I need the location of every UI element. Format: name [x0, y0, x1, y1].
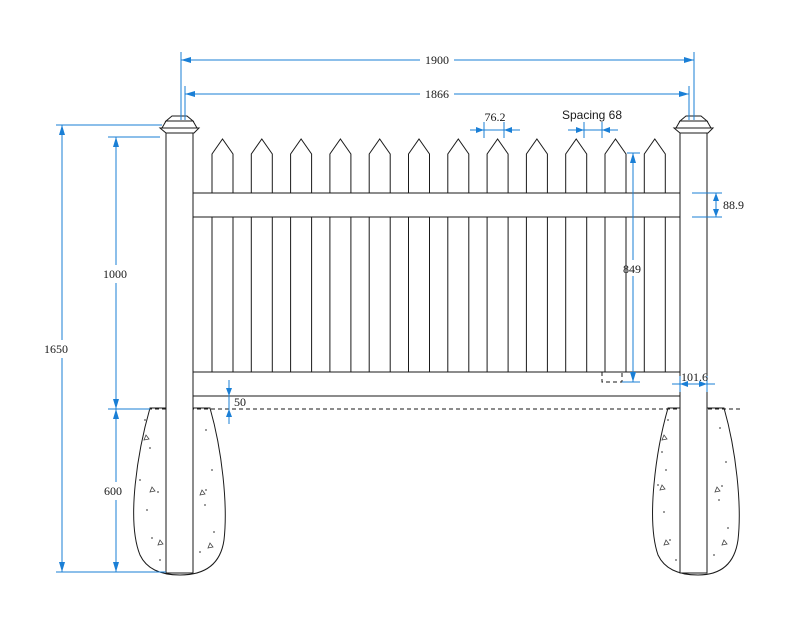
- overall-width-label: 1900: [425, 53, 449, 67]
- concrete-speck: [205, 429, 207, 431]
- dim-picket-height: 849: [622, 152, 641, 383]
- concrete-speck: [657, 484, 659, 486]
- top-rail: [192, 192, 681, 218]
- concrete-speck: [159, 559, 161, 561]
- total-height-label: 1650: [44, 342, 68, 356]
- concrete-speck: [205, 489, 207, 491]
- picket-height-label: 849: [623, 262, 641, 276]
- picket-width-label: 76.2: [485, 110, 506, 124]
- dim-picket-width: 76.2: [470, 110, 520, 138]
- bottom-rail: [192, 371, 681, 397]
- concrete-speck: [211, 469, 213, 471]
- concrete-aggregate: [207, 542, 214, 549]
- dim-rail-height: 88.9: [692, 192, 744, 218]
- dim-picket-spacing: Spacing 68: [562, 108, 622, 138]
- concrete-aggregate: [143, 434, 150, 441]
- left-post-cap-top: [164, 115, 195, 122]
- concrete-speck: [146, 509, 148, 511]
- embed-depth-label: 600: [104, 484, 122, 498]
- picket: [250, 138, 273, 373]
- ground-gap-label: 50: [234, 395, 246, 409]
- right-post-body: [679, 132, 708, 574]
- concrete-aggregate: [663, 539, 670, 546]
- concrete-speck: [204, 504, 206, 506]
- concrete-aggregate: [199, 489, 206, 496]
- concrete-aggregate: [714, 486, 721, 493]
- picket: [604, 138, 627, 373]
- concrete-texture: [139, 419, 729, 561]
- concrete-aggregate: [659, 484, 666, 491]
- picket: [408, 138, 430, 373]
- pickets: [211, 138, 666, 373]
- picket: [486, 138, 509, 373]
- picket: [211, 138, 234, 373]
- right-post-cap: [675, 120, 712, 129]
- picket: [368, 138, 391, 373]
- concrete-speck: [719, 427, 721, 429]
- picket-spacing-label: Spacing 68: [562, 108, 622, 122]
- concrete-speck: [669, 539, 671, 541]
- post-spacing-label: 1866: [425, 87, 449, 101]
- concrete-speck: [213, 531, 215, 533]
- picket: [290, 138, 313, 373]
- picket: [643, 138, 666, 373]
- concrete-speck: [663, 511, 665, 513]
- dim-embed-depth: 600: [104, 408, 150, 572]
- concrete-speck: [199, 551, 201, 553]
- concrete-footings: [133, 407, 740, 576]
- picket: [565, 138, 588, 373]
- concrete-speck: [665, 469, 667, 471]
- dim-fence-height: 1000: [103, 136, 160, 409]
- dim-overall-width: 1900: [180, 52, 695, 120]
- right-post: [672, 115, 715, 574]
- picket: [525, 138, 548, 373]
- concrete-aggregate: [149, 486, 156, 493]
- concrete-speck: [157, 491, 159, 493]
- left-post-cap: [161, 120, 198, 129]
- concrete-speck: [151, 537, 153, 539]
- picket: [447, 138, 470, 373]
- picket: [329, 138, 352, 373]
- picket-bottom-hidden: [601, 372, 623, 383]
- dim-total-height: 1650: [44, 124, 166, 573]
- right-post-cap-base: [672, 127, 715, 134]
- post-width-label: 101.6: [681, 370, 708, 384]
- concrete-aggregate: [661, 434, 668, 441]
- concrete-speck: [713, 554, 715, 556]
- dim-ground-gap: 50: [226, 380, 246, 424]
- concrete-speck: [149, 447, 151, 449]
- concrete-speck: [661, 451, 663, 453]
- left-post-cap-base: [158, 127, 201, 134]
- concrete-speck: [139, 479, 141, 481]
- concrete-speck: [721, 485, 723, 487]
- left-post-body: [165, 132, 194, 574]
- concrete-aggregate: [721, 539, 728, 546]
- concrete-speck: [667, 419, 669, 421]
- rail-height-label: 88.9: [723, 198, 744, 212]
- concrete-speck: [718, 499, 720, 501]
- dim-post-width: 101.6: [672, 370, 715, 392]
- concrete-speck: [144, 419, 146, 421]
- dim-post-spacing: 1866: [184, 86, 690, 120]
- concrete-aggregate: [157, 539, 164, 546]
- concrete-speck: [725, 461, 727, 463]
- concrete-speck: [675, 559, 677, 561]
- concrete-speck: [727, 527, 729, 529]
- fence-height-label: 1000: [103, 267, 127, 281]
- left-post: [158, 115, 201, 574]
